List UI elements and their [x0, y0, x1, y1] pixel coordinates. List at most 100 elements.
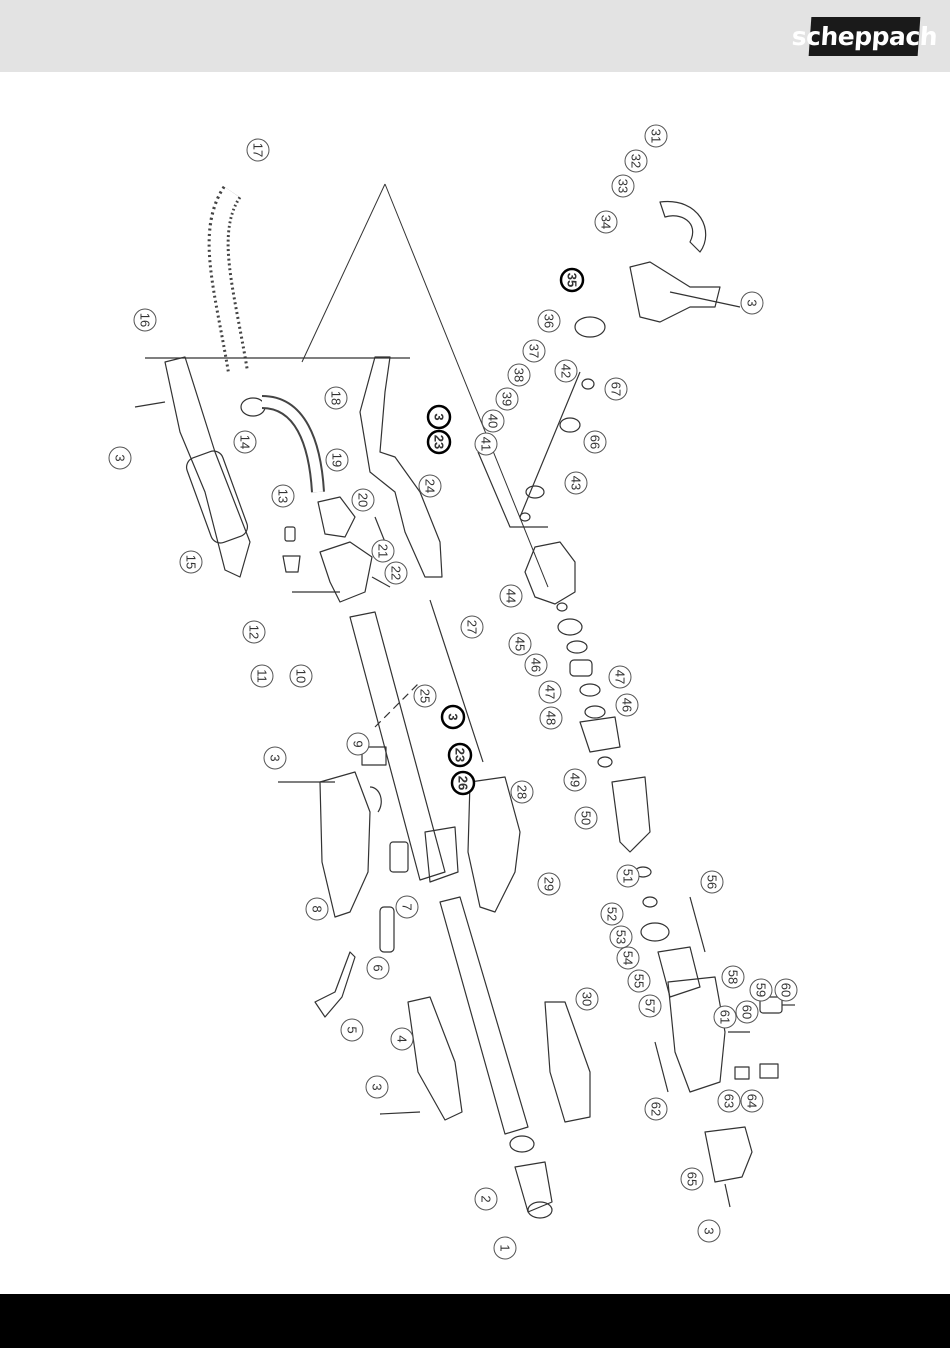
part-number: 65: [685, 1172, 700, 1186]
part-callout-15: 15: [180, 551, 202, 573]
part-callout-3: 3: [442, 706, 464, 728]
part-callout-32: 32: [625, 150, 647, 172]
part-number: 31: [649, 129, 664, 143]
part-callout-26: 26: [452, 772, 474, 794]
part-callout-3: 3: [741, 292, 763, 314]
part-callout-46: 46: [525, 654, 547, 676]
part-callout-20: 20: [352, 489, 374, 511]
part-callout-29: 29: [538, 873, 560, 895]
part-number: 17: [251, 143, 266, 157]
part-number: 40: [486, 414, 501, 428]
part-callout-67: 67: [605, 378, 627, 400]
part-number: 59: [754, 983, 769, 997]
part-callout-23: 23: [449, 744, 471, 766]
part-callout-46: 46: [616, 694, 638, 716]
diagram-lines: [135, 184, 795, 1218]
part-callout-63: 63: [718, 1090, 740, 1112]
part-number: 18: [329, 391, 344, 405]
part-callout-28: 28: [511, 781, 533, 803]
part-callout-14: 14: [234, 431, 256, 453]
part-number: 28: [515, 785, 530, 799]
part-number: 33: [616, 179, 631, 193]
part-number: 50: [579, 811, 594, 825]
part-number: 54: [621, 951, 636, 965]
part-callout-58: 58: [722, 966, 744, 988]
page-header: scheppach: [0, 0, 950, 72]
part-number: 62: [649, 1102, 664, 1116]
part-number: 25: [418, 689, 433, 703]
part-callout-3: 3: [366, 1076, 388, 1098]
part-callout-23: 23: [428, 431, 450, 453]
part-number: 42: [559, 364, 574, 378]
part-callout-56: 56: [701, 871, 723, 893]
part-number: 2: [479, 1195, 494, 1202]
part-callout-18: 18: [325, 387, 347, 409]
part-callout-30: 30: [576, 988, 598, 1010]
part-number: 44: [504, 589, 519, 603]
part-number: 52: [605, 907, 620, 921]
part-callout-55: 55: [628, 970, 650, 992]
page-footer: [0, 1294, 950, 1348]
exploded-parts-diagram: 1716314181932320241315212212111027259323…: [0, 72, 950, 1294]
part-number: 3: [745, 299, 760, 306]
part-callout-13: 13: [272, 485, 294, 507]
part-number: 3: [702, 1227, 717, 1234]
part-number: 3: [268, 754, 283, 761]
part-number: 66: [588, 435, 603, 449]
part-number: 30: [580, 992, 595, 1006]
part-callout-37: 37: [523, 340, 545, 362]
part-callout-43: 43: [565, 472, 587, 494]
part-callout-10: 10: [290, 665, 312, 687]
part-number: 55: [632, 974, 647, 988]
part-number: 47: [613, 670, 628, 684]
part-callout-11: 11: [251, 665, 273, 687]
part-callout-19: 19: [326, 449, 348, 471]
part-number: 21: [376, 544, 391, 558]
part-callout-40: 40: [482, 410, 504, 432]
part-number: 49: [568, 773, 583, 787]
part-number: 46: [620, 698, 635, 712]
part-number: 6: [371, 964, 386, 971]
part-number: 58: [726, 970, 741, 984]
part-number: 22: [389, 566, 404, 580]
part-callout-34: 34: [595, 211, 617, 233]
part-number: 38: [512, 368, 527, 382]
part-callout-50: 50: [575, 807, 597, 829]
part-number: 29: [542, 877, 557, 891]
part-callout-52: 52: [601, 903, 623, 925]
part-number: 10: [294, 669, 309, 683]
part-callout-41: 41: [475, 433, 497, 455]
part-callout-3: 3: [109, 447, 131, 469]
part-number: 15: [184, 555, 199, 569]
part-callout-57: 57: [639, 995, 661, 1017]
part-number: 35: [565, 273, 580, 287]
part-callout-8: 8: [306, 898, 328, 920]
part-number: 63: [722, 1094, 737, 1108]
part-number: 60: [740, 1005, 755, 1019]
part-number: 41: [479, 437, 494, 451]
part-callout-64: 64: [741, 1090, 763, 1112]
part-callout-36: 36: [538, 310, 560, 332]
part-callout-31: 31: [645, 125, 667, 147]
part-callout-17: 17: [247, 139, 269, 161]
part-callout-12: 12: [243, 621, 265, 643]
part-number: 46: [529, 658, 544, 672]
part-callout-7: 7: [396, 896, 418, 918]
part-number: 51: [621, 869, 636, 883]
part-number: 43: [569, 476, 584, 490]
part-callout-45: 45: [509, 633, 531, 655]
part-callout-38: 38: [508, 364, 530, 386]
part-number: 3: [370, 1083, 385, 1090]
part-callout-25: 25: [414, 685, 436, 707]
part-number: 37: [527, 344, 542, 358]
part-number: 7: [400, 903, 415, 910]
diagram-drawing: 1716314181932320241315212212111027259323…: [0, 72, 950, 1294]
part-callout-3: 3: [698, 1220, 720, 1242]
part-callout-9: 9: [347, 733, 369, 755]
part-number: 23: [453, 748, 468, 762]
part-callout-35: 35: [561, 269, 583, 291]
part-callout-5: 5: [341, 1019, 363, 1041]
part-number: 57: [643, 999, 658, 1013]
part-callout-3: 3: [428, 406, 450, 428]
part-callout-27: 27: [461, 616, 483, 638]
